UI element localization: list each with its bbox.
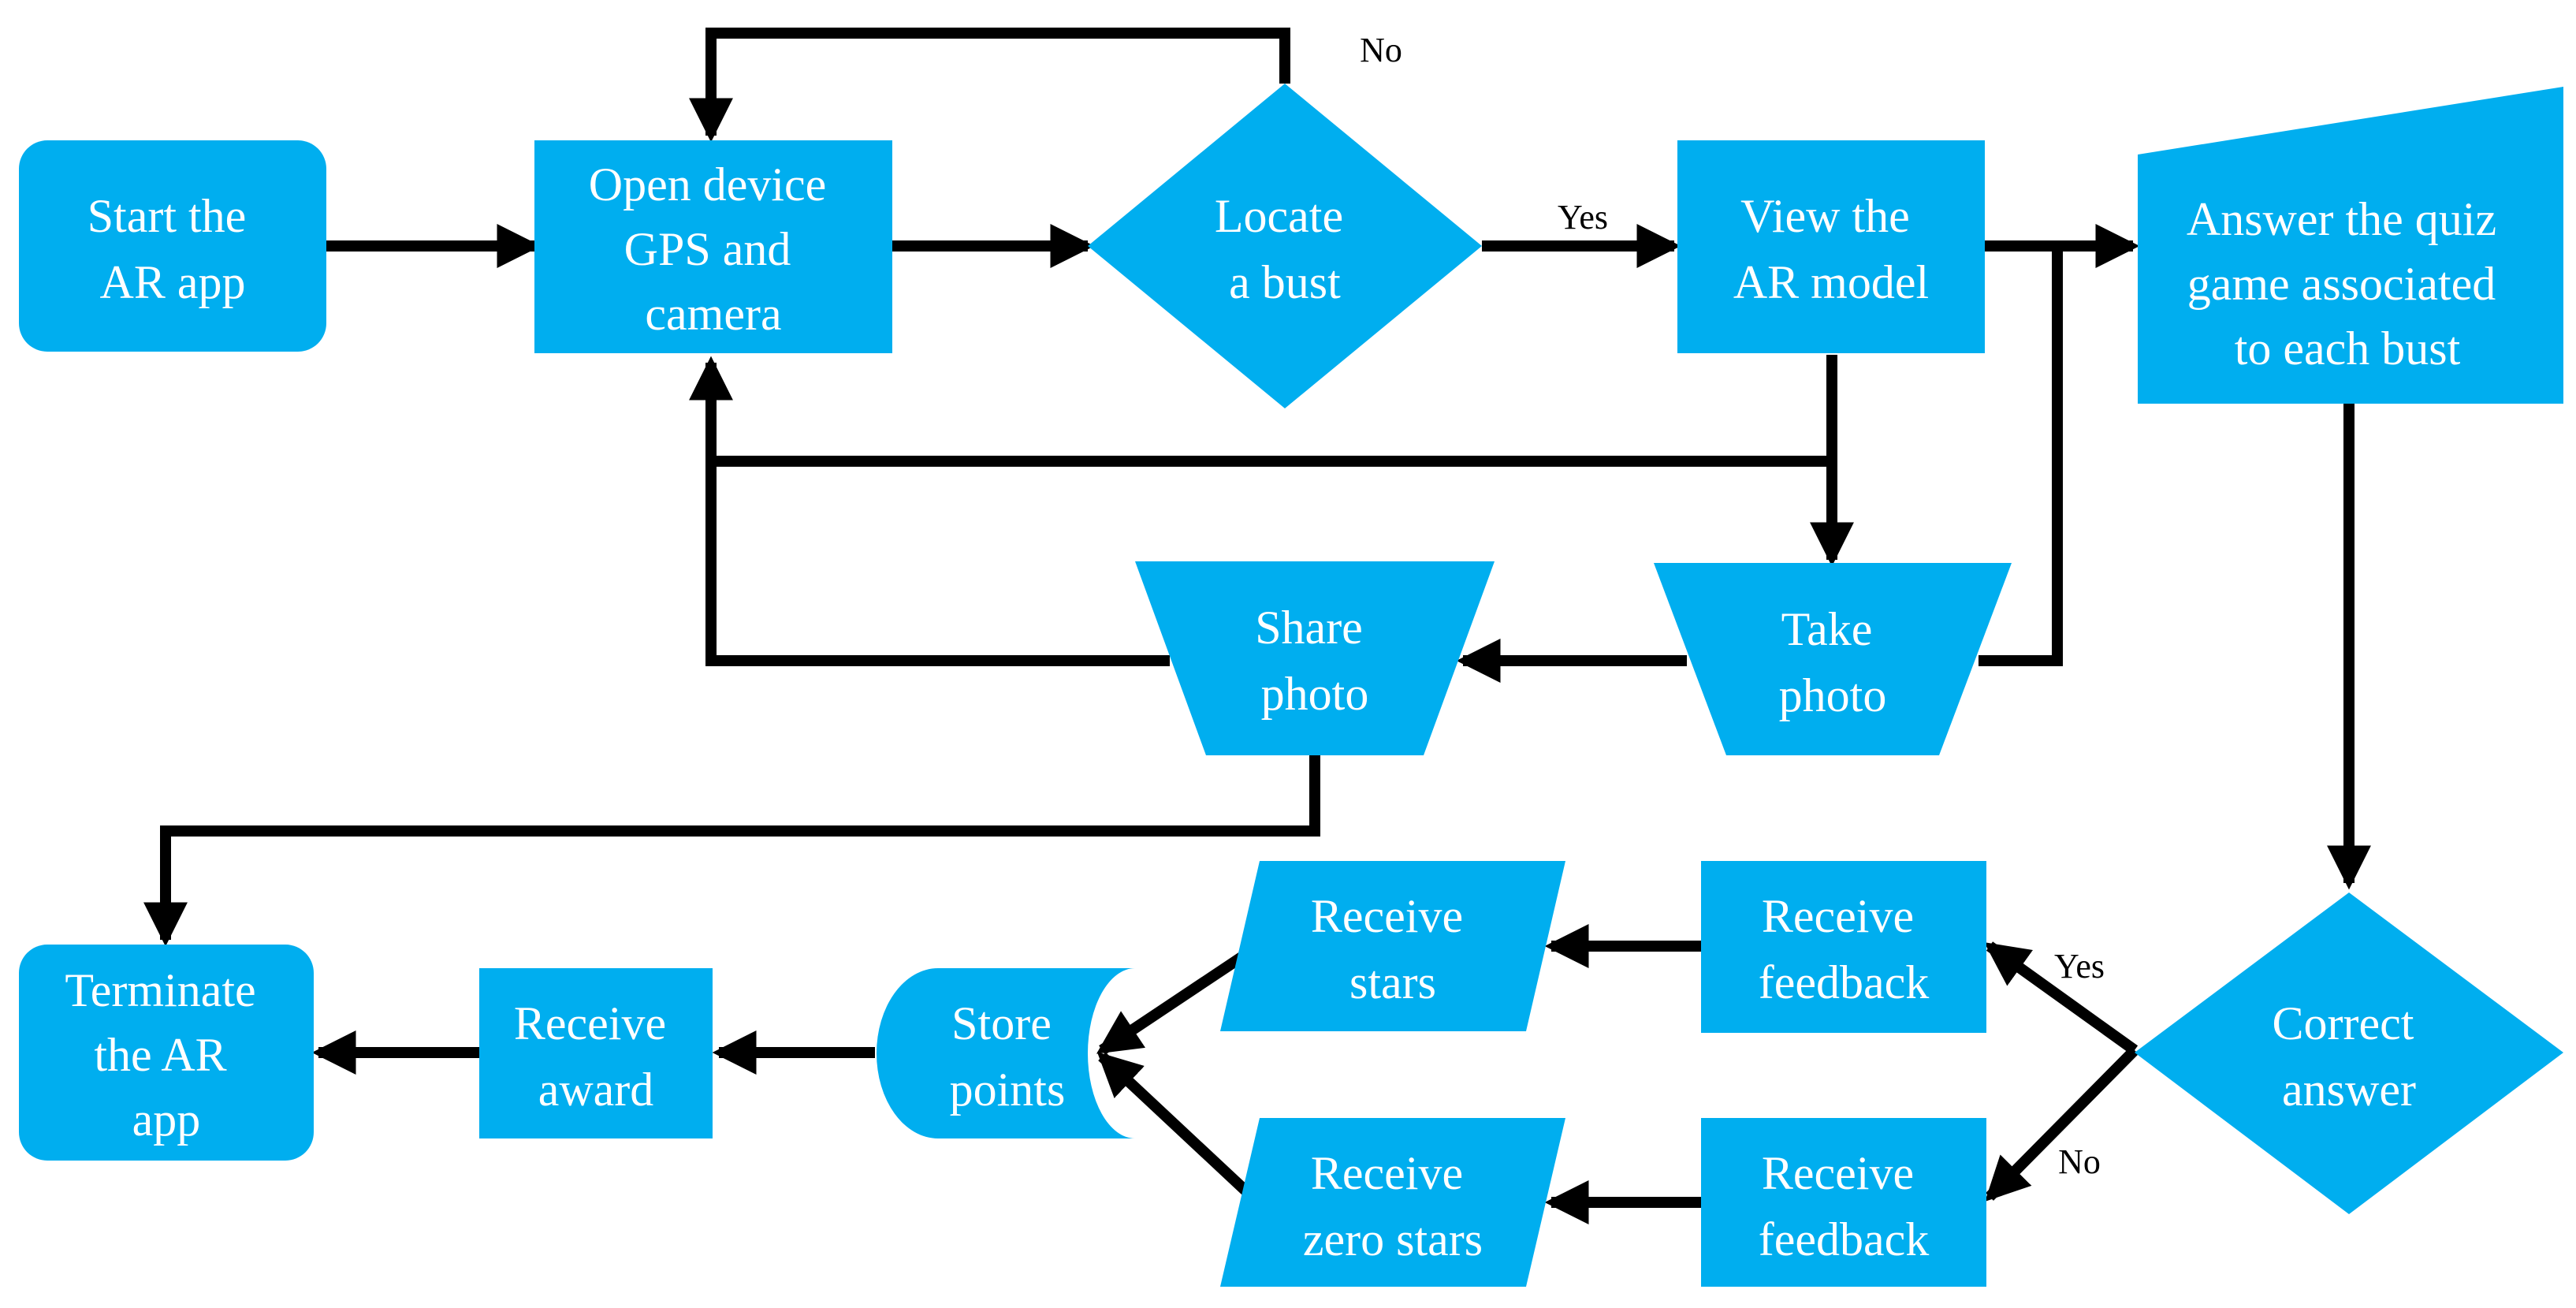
edge-take-photo-to-quiz xyxy=(1979,246,2063,666)
node-feedback-no: Receive feedback xyxy=(1701,1118,1986,1287)
node-start-label: Start the AR app xyxy=(87,190,259,308)
node-share-photo: Share photo xyxy=(1135,561,1495,755)
edge-zero-stars-to-store xyxy=(1096,1052,1262,1207)
edge-share-to-terminate xyxy=(143,755,1320,947)
node-feedback-no-label: Receive feedback xyxy=(1759,1147,1930,1265)
node-receive-stars-label: Receive stars xyxy=(1311,890,1475,1008)
node-terminate: Terminate the AR app xyxy=(19,945,314,1161)
node-correct-answer: Correct answer xyxy=(2135,892,2563,1214)
node-quiz: Answer the quiz game associated to each … xyxy=(2138,87,2563,404)
node-share-photo-label: Share photo xyxy=(1255,602,1375,720)
label-correct-yes: Yes xyxy=(2054,947,2105,986)
edge-labels: No Yes Yes No xyxy=(1360,31,2105,1181)
label-correct-no: No xyxy=(2058,1142,2101,1181)
node-feedback-yes-label: Receive feedback xyxy=(1759,890,1930,1008)
edge-stars-to-store xyxy=(1096,941,1261,1055)
node-locate-bust: Locate a bust xyxy=(1088,84,1482,408)
node-terminate-label: Terminate the AR app xyxy=(65,964,267,1146)
edge-correct-no-to-feedback xyxy=(1985,1046,2139,1202)
node-locate-bust-label: Locate a bust xyxy=(1215,190,1355,308)
node-receive-award: Receive award xyxy=(479,968,713,1138)
node-store-points-label: Store points xyxy=(950,997,1066,1116)
node-open-gps-label: Open device GPS and camera xyxy=(589,158,839,340)
node-open-gps: Open device GPS and camera xyxy=(534,140,892,353)
edge-share-back-to-open-gps xyxy=(705,461,1170,666)
node-correct-answer-label: Correct answer xyxy=(2273,997,2426,1116)
node-store-points: Store points xyxy=(877,968,1135,1138)
node-receive-award-label: Receive award xyxy=(514,997,678,1116)
nodes: Start the AR app Open device GPS and cam… xyxy=(19,84,2563,1287)
edge-correct-yes-to-feedback xyxy=(1984,941,2139,1055)
node-take-photo-label: Take photo xyxy=(1779,603,1887,721)
connectors xyxy=(143,28,2371,1224)
node-receive-stars: Receive stars xyxy=(1220,861,1565,1031)
node-quiz-label: Answer the quiz game associated to each … xyxy=(2187,193,2508,375)
node-receive-zero-stars-label: Receive zero stars xyxy=(1303,1147,1483,1265)
node-take-photo: Take photo xyxy=(1654,563,2012,755)
edge-locate-no-loop xyxy=(689,28,1290,143)
node-feedback-yes: Receive feedback xyxy=(1701,861,1986,1033)
label-locate-no: No xyxy=(1360,31,1402,69)
label-locate-yes: Yes xyxy=(1558,198,1608,237)
node-start: Start the AR app xyxy=(19,140,326,352)
node-receive-zero-stars: Receive zero stars xyxy=(1220,1118,1565,1287)
node-view-model-label: View the AR model xyxy=(1733,190,1929,308)
node-view-model: View the AR model xyxy=(1677,140,1985,353)
